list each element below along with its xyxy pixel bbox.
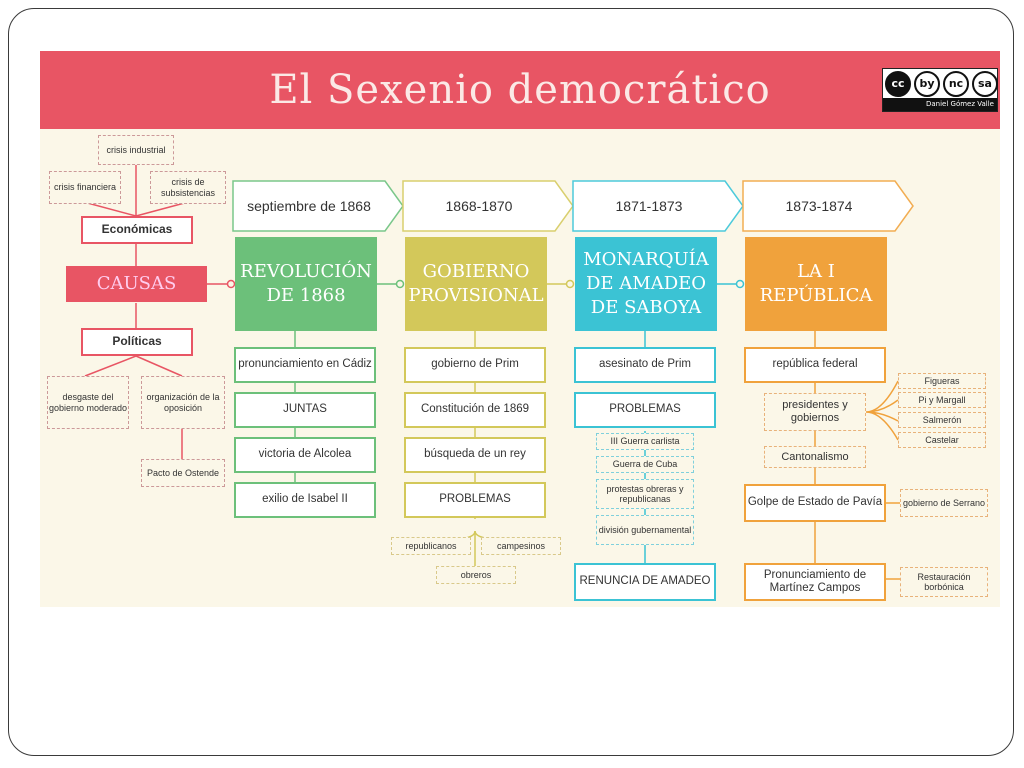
stage-4-presidentes: presidentes y gobiernos [764, 393, 866, 431]
president-3: Salmerón [898, 412, 986, 428]
date-stage-3: 1871-1873 [615, 197, 683, 214]
license-author: Daniel Gómez Valle [883, 98, 997, 111]
title-banner [40, 51, 1000, 129]
stage-4-cantonalismo: Cantonalismo [764, 446, 866, 468]
stage-4-pavia: Golpe de Estado de Pavía [744, 484, 886, 522]
stage-4-title: LA I REPÚBLICA [745, 237, 887, 331]
stage-1-event-2: JUNTAS [234, 392, 376, 428]
stage-2-event-3: búsqueda de un rey [404, 437, 546, 473]
stage-3-problem-2: Guerra de Cuba [596, 456, 694, 473]
causes-main: CAUSAS [66, 266, 207, 302]
president-2: Pi y Margall [898, 392, 986, 408]
stage-2-problem-1: republicanos [391, 537, 471, 555]
date-arrows [232, 180, 914, 232]
stage-3-event-1: asesinato de Prim [574, 347, 716, 383]
cause-crisis-financiera: crisis financiera [49, 171, 121, 204]
sharealike-icon: sa [972, 71, 998, 97]
stage-1-title: REVOLUCIÓN DE 1868 [235, 237, 377, 331]
stage-4-event-1: república federal [744, 347, 886, 383]
stage-2-event-2: Constitución de 1869 [404, 392, 546, 428]
date-stage-4: 1873-1874 [785, 197, 853, 214]
economic-causes-label: Económicas [81, 216, 193, 244]
date-stage-2: 1868-1870 [445, 197, 513, 214]
stage-2-event-1: gobierno de Prim [404, 347, 546, 383]
stage-1-event-4: exilio de Isabel II [234, 482, 376, 518]
noncommercial-icon: nc [943, 71, 969, 97]
stage-4-pavia-note: gobierno de Serrano [900, 489, 988, 517]
stage-3-problem-3: protestas obreras y republicanas [596, 479, 694, 509]
stage-2-problems: PROBLEMAS [404, 482, 546, 518]
pacto-ostende: Pacto de Ostende [141, 459, 225, 487]
stage-3-problems: PROBLEMAS [574, 392, 716, 428]
page-title: El Sexenio democrático [269, 67, 771, 113]
political-causes-label: Políticas [81, 328, 193, 356]
stage-4-campos-note: Restauración borbónica [900, 567, 988, 597]
stage-2-problem-3: obreros [436, 566, 516, 584]
cause-crisis-subsistencias: crisis de subsistencias [150, 171, 226, 204]
president-1: Figueras [898, 373, 986, 389]
cause-oposicion: organización de la oposición [141, 376, 225, 429]
stage-3-event-renuncia: RENUNCIA DE AMADEO [574, 563, 716, 601]
cc-license-badge: cc by nc sa Daniel Gómez Valle [882, 68, 998, 112]
attribution-icon: by [914, 71, 940, 97]
stage-1-event-1: pronunciamiento en Cádiz [234, 347, 376, 383]
date-stage-1: septiembre de 1868 [247, 197, 371, 214]
stage-2-title: GOBIERNO PROVISIONAL [405, 237, 547, 331]
stage-3-problem-1: III Guerra carlista [596, 433, 694, 450]
diagram-canvas: El Sexenio democrático cc by nc sa Danie… [40, 51, 1000, 607]
cause-desgaste: desgaste del gobierno moderado [47, 376, 129, 429]
stage-3-title: MONARQUÍA DE AMADEO DE SABOYA [575, 237, 717, 331]
stage-2-problem-2: campesinos [481, 537, 561, 555]
president-4: Castelar [898, 432, 986, 448]
cause-crisis-industrial: crisis industrial [98, 135, 174, 165]
stage-4-martinez-campos: Pronunciamiento de Martínez Campos [744, 563, 886, 601]
stage-3-problem-4: división gubernamental [596, 515, 694, 545]
stage-1-event-3: victoria de Alcolea [234, 437, 376, 473]
cc-icon: cc [885, 71, 911, 97]
